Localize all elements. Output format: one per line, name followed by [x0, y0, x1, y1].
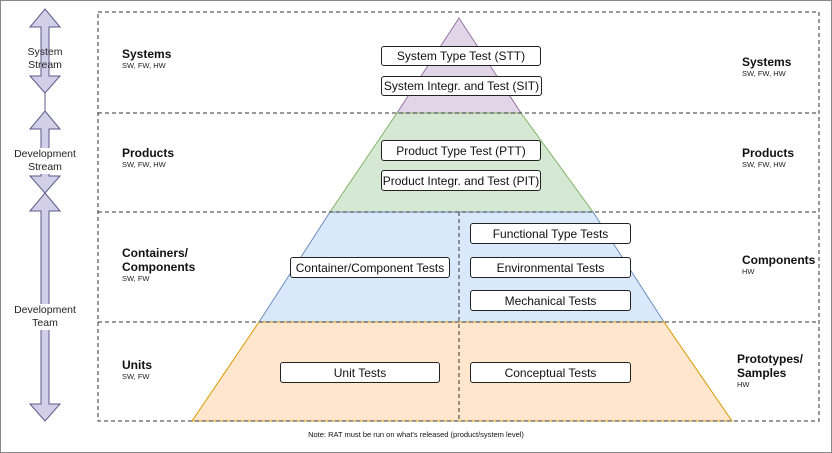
container-tests-box[interactable]: Container/Component Tests — [290, 257, 450, 278]
mechanical-tests-box[interactable]: Mechanical Tests — [470, 290, 631, 311]
environmental-tests-label: Environmental Tests — [496, 260, 605, 275]
right-level-systems: Systems SW, FW, HW — [742, 55, 791, 78]
right-level-products-sub: SW, FW, HW — [742, 160, 786, 169]
ptt-label: Product Type Test (PTT) — [396, 143, 526, 158]
left-level-systems-sub: SW, FW, HW — [122, 61, 166, 70]
sit-label: System Integr. and Test (SIT) — [383, 79, 540, 93]
right-level-components-sub: HW — [742, 267, 755, 276]
unit-tests-box[interactable]: Unit Tests — [280, 362, 440, 383]
functional-tests-label: Functional Type Tests — [492, 226, 609, 241]
right-level-systems-title: Systems — [742, 55, 792, 69]
left-level-containers-title: Containers/ Components — [122, 246, 196, 274]
conceptual-tests-label: Conceptual Tests — [504, 365, 597, 380]
levels-dashed-frame — [97, 11, 820, 422]
mechanical-tests-label: Mechanical Tests — [504, 293, 597, 308]
ptt-box[interactable]: Product Type Test (PTT) — [381, 140, 541, 161]
right-level-prototypes-sub: HW — [737, 380, 750, 389]
stt-label: System Type Test (STT) — [396, 49, 526, 63]
left-level-products-sub: SW, FW, HW — [122, 160, 166, 169]
left-level-units-sub: SW, FW — [122, 372, 150, 381]
right-level-products: Products SW, FW, HW — [742, 146, 794, 169]
stream-label-team-text: Development Team — [14, 304, 76, 329]
left-level-products: Products SW, FW, HW — [122, 146, 174, 169]
right-level-products-title: Products — [742, 146, 795, 160]
right-level-components: Components HW — [742, 253, 815, 276]
left-level-units: Units SW, FW — [122, 358, 152, 381]
right-level-components-title: Components — [742, 253, 816, 267]
pit-box[interactable]: Product Integr. and Test (PIT) — [381, 170, 541, 191]
left-level-products-title: Products — [122, 146, 175, 160]
functional-tests-box[interactable]: Functional Type Tests — [470, 223, 631, 244]
right-level-systems-sub: SW, FW, HW — [742, 69, 786, 78]
unit-tests-label: Unit Tests — [333, 365, 387, 380]
stream-label-system: System Stream — [7, 46, 83, 72]
stream-label-development: Development Stream — [7, 148, 83, 174]
right-level-prototypes-title: Prototypes/ Samples — [737, 352, 804, 380]
sit-box[interactable]: System Integr. and Test (SIT) — [381, 76, 542, 96]
left-level-containers-sub: SW, FW — [122, 274, 150, 283]
left-level-systems: Systems SW, FW, HW — [122, 47, 171, 70]
stt-box[interactable]: System Type Test (STT) — [381, 46, 541, 66]
conceptual-tests-box[interactable]: Conceptual Tests — [470, 362, 631, 383]
pit-label: Product Integr. and Test (PIT) — [382, 173, 540, 188]
stream-label-team: Development Team — [7, 304, 83, 330]
left-level-containers: Containers/ Components SW, FW — [122, 246, 195, 283]
products-band — [329, 112, 594, 213]
stream-label-development-text: Development Stream — [14, 148, 76, 173]
container-tests-label: Container/Component Tests — [295, 260, 445, 275]
stream-label-system-text: System Stream — [27, 46, 63, 71]
left-level-systems-title: Systems — [122, 47, 172, 61]
footer-note: Note: RAT must be run on what's released… — [308, 430, 524, 439]
environmental-tests-box[interactable]: Environmental Tests — [470, 257, 631, 278]
units-band — [191, 321, 733, 422]
right-level-prototypes: Prototypes/ Samples HW — [737, 352, 803, 389]
left-level-units-title: Units — [122, 358, 152, 372]
